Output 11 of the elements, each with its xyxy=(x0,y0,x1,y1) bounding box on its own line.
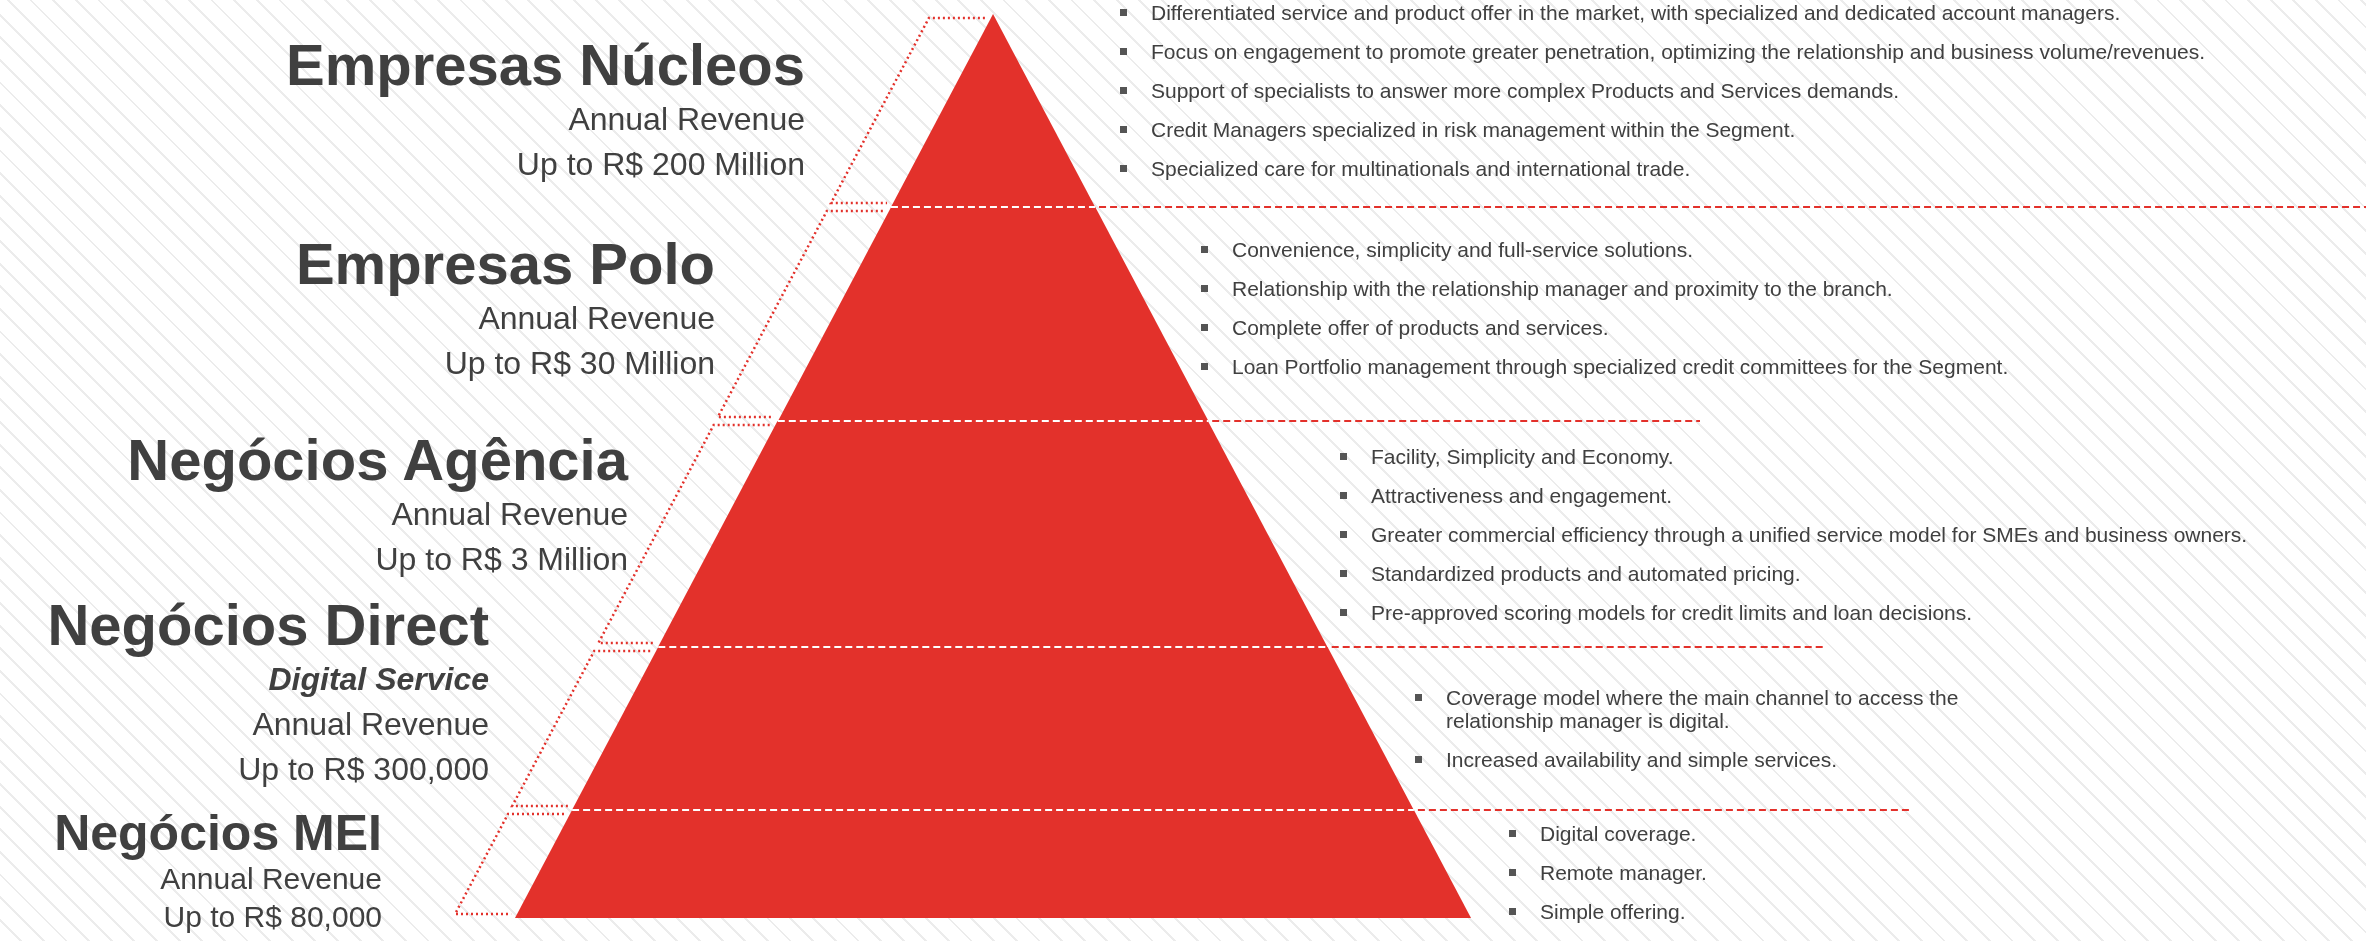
segment-heading: Negócios Direct xyxy=(47,593,489,657)
revenue-text: Annual Revenue Up to R$ 30 Million xyxy=(443,299,715,383)
segment-heading: Empresas Polo xyxy=(295,232,715,296)
segment-heading: Negócios MEI xyxy=(54,806,382,860)
revenue-text: Annual Revenue Up to R$ 300,000 xyxy=(237,705,489,789)
segment-heading: Empresas Núcleos xyxy=(285,33,805,97)
segment-subtitle: Digital Service xyxy=(267,660,489,699)
segment-heading: Negócios Agência xyxy=(127,428,628,492)
revenue-text: Annual Revenue Up to R$ 200 Million xyxy=(515,100,805,184)
revenue-text: Annual Revenue Up to R$ 80,000 xyxy=(159,861,382,935)
revenue-text: Annual Revenue Up to R$ 3 Million xyxy=(374,495,628,579)
